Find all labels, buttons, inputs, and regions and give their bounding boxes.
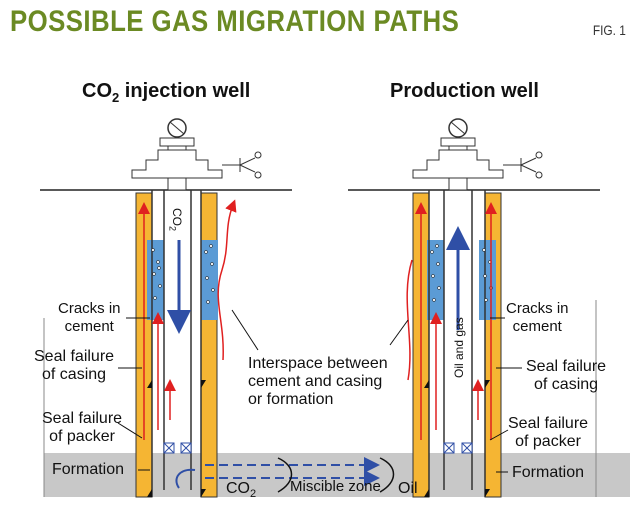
prod-water-zone-left <box>427 240 444 320</box>
water-zone-left <box>147 240 164 320</box>
bottom-co2-label: CO2 <box>226 480 257 501</box>
production-flow-label: Oil and gas <box>452 317 466 378</box>
prod-water-zone-right <box>479 240 496 320</box>
injection-well <box>131 118 262 498</box>
prod-cement-right <box>484 192 502 498</box>
figure-label: FIG. 1 <box>592 22 626 38</box>
production-well <box>406 118 543 498</box>
injection-well-heading: CO2 injection well <box>82 80 251 105</box>
cement-right <box>200 192 218 498</box>
water-zone-right <box>201 240 218 320</box>
formation-label-left: Formation <box>52 461 125 478</box>
diagram-title: POSSIBLE GAS MIGRATION PATHS <box>10 5 460 38</box>
production-well-heading: Production well <box>390 80 539 102</box>
injection-flow-label: CO2 <box>167 208 184 232</box>
formation-flow <box>205 457 395 493</box>
oil-label: Oil <box>398 480 418 497</box>
formation-label-right: Formation <box>512 464 585 481</box>
miscible-zone-label: Miscible zone <box>290 478 381 495</box>
